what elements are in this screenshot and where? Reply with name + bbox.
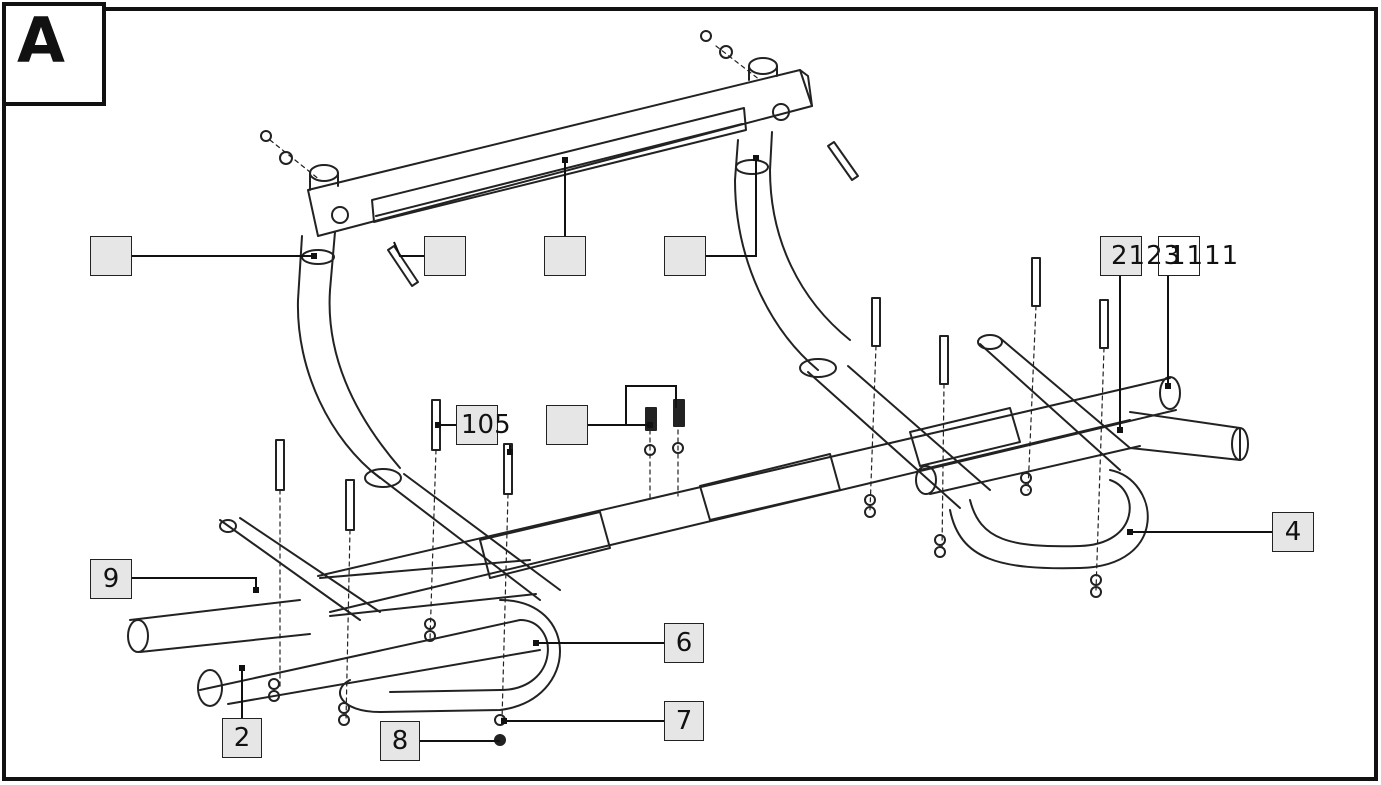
callout-screw <box>546 405 588 445</box>
nuts-and-washers <box>260 30 1102 746</box>
step-label-box: A <box>0 0 102 102</box>
assembly-lines <box>269 45 1105 721</box>
callout-4: 4 <box>1272 512 1314 552</box>
bolts <box>275 141 1109 531</box>
callout-9: 9 <box>90 559 132 599</box>
callout-1111: 1111 <box>1158 236 1238 276</box>
leader-dots <box>239 155 1171 724</box>
right-foot <box>915 334 1149 570</box>
callout-105: 105 <box>456 405 511 445</box>
middle-bar <box>317 376 1249 613</box>
callout-top-bar <box>544 236 586 276</box>
callout-2123: 2123 <box>1100 236 1180 276</box>
step-frame <box>2 2 106 106</box>
callout-8: 8 <box>380 721 420 761</box>
left-foot <box>127 517 561 713</box>
step-letter: A <box>17 4 65 77</box>
leader-lines <box>132 158 1272 742</box>
callout-top-pin <box>424 236 466 276</box>
left-arm <box>296 231 561 601</box>
right-arm <box>734 131 991 509</box>
callout-top-left <box>90 236 132 276</box>
callout-7: 7 <box>664 701 704 741</box>
callout-6: 6 <box>664 623 704 663</box>
callout-2: 2 <box>222 718 262 758</box>
callout-top-right <box>664 236 706 276</box>
